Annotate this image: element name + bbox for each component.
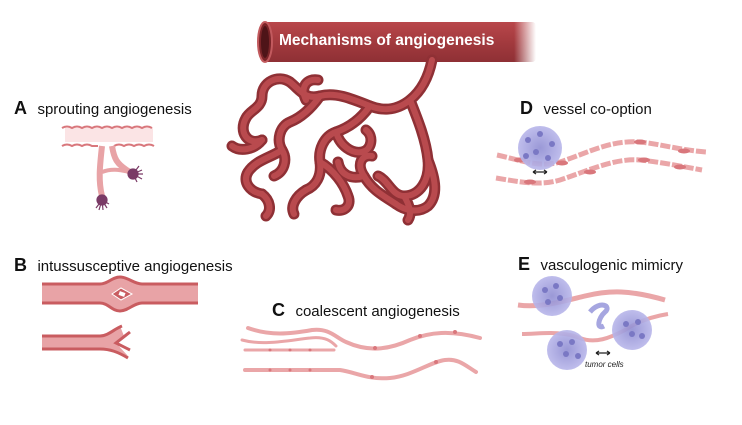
double-arrow-icon: [532, 169, 548, 175]
tip-cell-icon: [95, 165, 143, 211]
tumor-cells-caption: tumor cells: [585, 360, 624, 369]
panel-e-letter: E: [518, 254, 531, 274]
panel-e-heading: E vasculogenic mimicry: [518, 254, 683, 275]
coalescent-illustration: [240, 326, 482, 381]
panel-b-label: intussusceptive angiogenesis: [37, 258, 233, 275]
vasculogenic-mimicry-illustration: [517, 276, 669, 370]
panel-d-letter: D: [520, 98, 533, 118]
double-arrow-icon: [595, 350, 611, 356]
panel-a-letter: A: [14, 98, 27, 118]
intussusceptive-illustration: [42, 275, 198, 360]
tumor-cluster-icon: [518, 126, 562, 170]
panel-c-label: coalescent angiogenesis: [295, 303, 460, 320]
diagram-title: Mechanisms of angiogenesis: [279, 32, 495, 49]
panel-c-heading: C coalescent angiogenesis: [272, 300, 460, 321]
panel-b-heading: B intussusceptive angiogenesis: [14, 255, 233, 276]
tumor-cluster-icon: [532, 276, 652, 370]
sprouting-illustration: [61, 125, 155, 211]
vessel-network: [226, 54, 441, 226]
panel-a-label: sprouting angiogenesis: [37, 101, 192, 118]
panel-b-letter: B: [14, 255, 27, 275]
panel-c-letter: C: [272, 300, 285, 320]
vessel-co-option-illustration: [495, 126, 707, 186]
panel-d-heading: D vessel co-option: [520, 98, 652, 119]
panel-d-label: vessel co-option: [543, 101, 652, 118]
panel-e-label: vasculogenic mimicry: [540, 257, 684, 274]
title-vessel-tube: [257, 21, 536, 63]
panel-a-heading: A sprouting angiogenesis: [14, 98, 192, 119]
